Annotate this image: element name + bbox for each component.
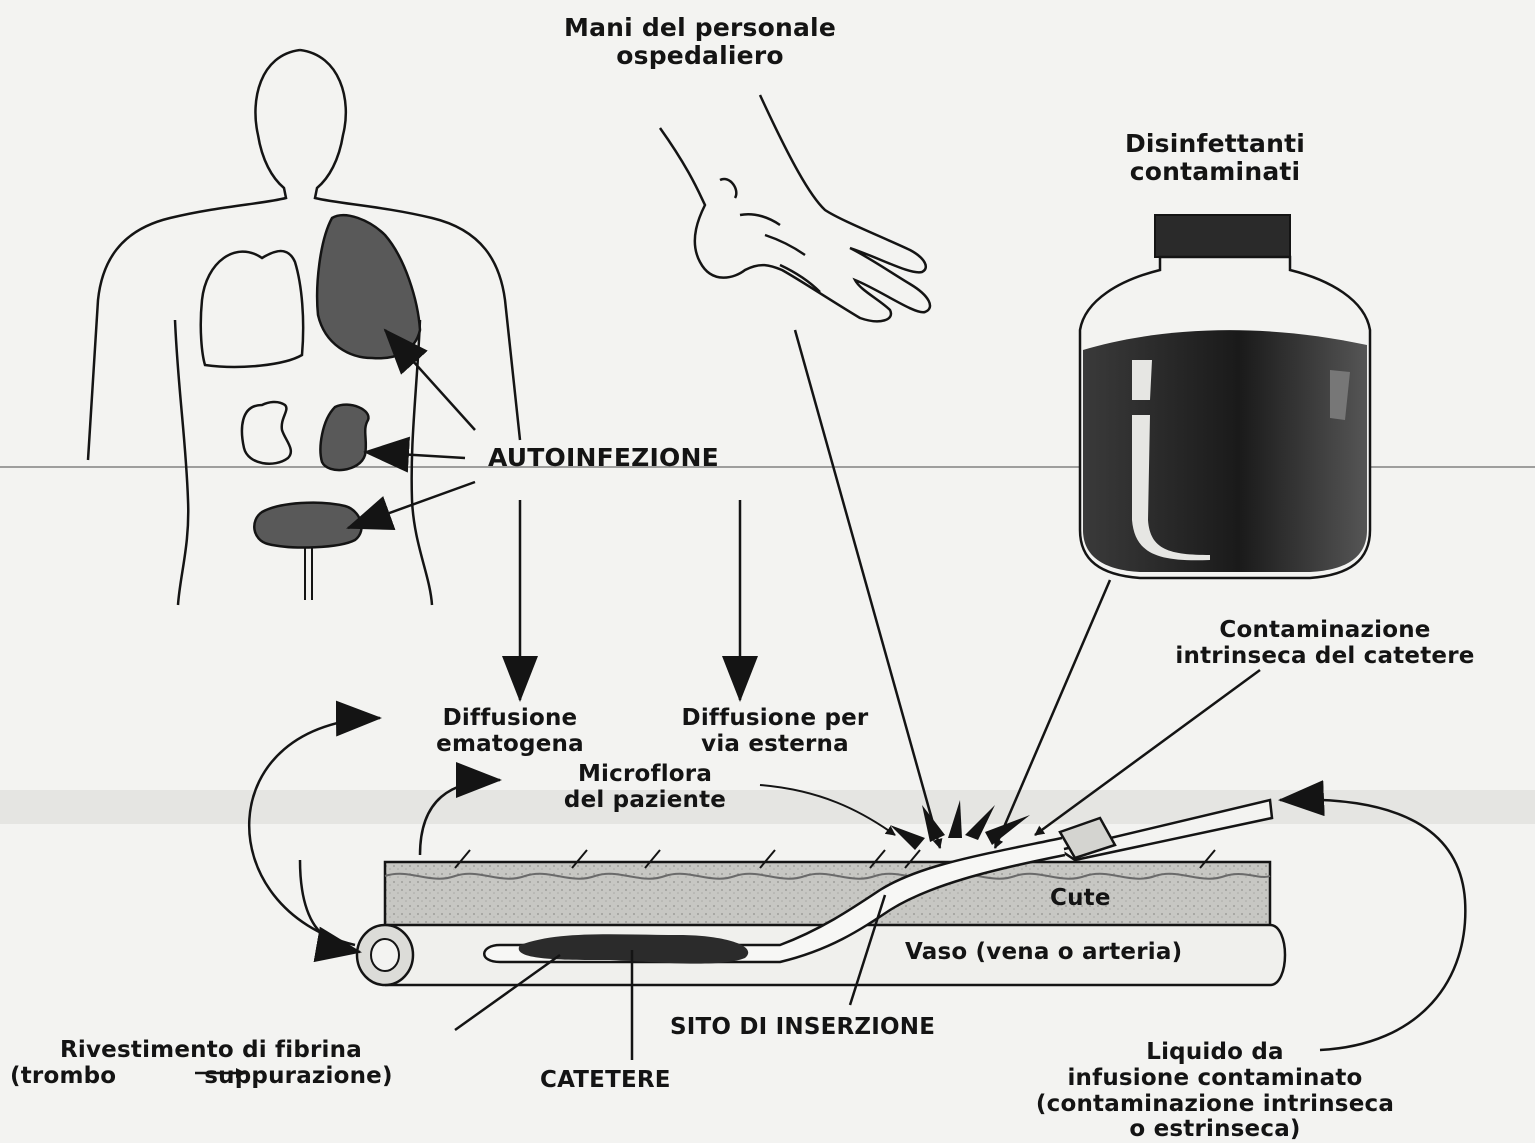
right-lung: [201, 251, 303, 367]
label-autoinfection: AUTOINFEZIONE: [488, 444, 798, 472]
label-microflora: Microflora del paziente: [520, 762, 770, 814]
arrow-hematogenous-curve-top: [249, 718, 380, 945]
label-external-line1: Diffusione per: [630, 706, 920, 732]
label-fibrin: Rivestimento di fibrina (trombo suppurazi…: [10, 1038, 530, 1090]
label-intrinsic-catheter-line1: Contaminazione: [1120, 618, 1530, 644]
label-fibrin-line2-b: suppurazione): [204, 1063, 392, 1089]
urethra: [305, 548, 312, 600]
hand-illustration: [660, 95, 930, 321]
label-disinfectants: Disinfettanti contaminati: [1090, 130, 1340, 186]
label-vessel: Vaso (vena o arteria): [905, 940, 1285, 966]
label-infusion-line2: infusione contaminato: [960, 1066, 1470, 1092]
label-microflora-line2: del paziente: [520, 788, 770, 814]
label-hands: Mani del personale ospedaliero: [510, 14, 890, 70]
label-fibrin-line2-a: (trombo: [10, 1063, 116, 1089]
label-fibrin-line2: (trombo suppurazione): [10, 1064, 530, 1090]
label-intrinsic-catheter: Contaminazione intrinseca del catetere: [1120, 618, 1530, 670]
right-kidney: [242, 402, 291, 464]
label-disinfectants-line1: Disinfettanti: [1090, 130, 1340, 158]
label-catheter: CATETERE: [540, 1068, 740, 1094]
label-fibrin-line1: Rivestimento di fibrina: [10, 1038, 530, 1064]
label-insertion-site: SITO DI INSERZIONE: [670, 1015, 1040, 1041]
bottle-cap: [1155, 215, 1290, 257]
label-hands-line1: Mani del personale: [510, 14, 890, 42]
label-external-line2: via esterna: [630, 732, 920, 758]
label-infusion: Liquido da infusione contaminato (contam…: [960, 1040, 1470, 1143]
label-disinfectants-line2: contaminati: [1090, 158, 1340, 186]
disinfectant-bottle: [1080, 215, 1370, 578]
skin-and-vessel: [357, 862, 1285, 985]
label-hematogenous: Diffusione ematogena: [395, 706, 625, 758]
label-external: Diffusione per via esterna: [630, 706, 920, 758]
left-kidney-infected: [321, 405, 369, 470]
bottle-liquid: [1083, 330, 1367, 572]
arrow-from-hands: [795, 330, 940, 848]
left-lung-infected: [317, 215, 420, 358]
label-infusion-line1: Liquido da: [960, 1040, 1470, 1066]
vessel-lumen: [371, 939, 399, 971]
bladder-infected: [254, 503, 361, 548]
label-hands-line2: ospedaliero: [510, 42, 890, 70]
label-hematogenous-line1: Diffusione: [395, 706, 625, 732]
arrow-infusion-curve: [1280, 800, 1465, 1050]
label-infusion-line3: (contaminazione intrinseca: [960, 1092, 1470, 1118]
label-microflora-line1: Microflora: [520, 762, 770, 788]
arrow-to-lung: [385, 330, 475, 430]
label-skin: Cute: [1050, 886, 1140, 912]
label-intrinsic-catheter-line2: intrinseca del catetere: [1120, 644, 1530, 670]
arrow-to-kidney: [365, 452, 465, 458]
label-infusion-line4: o estrinseca): [960, 1117, 1470, 1143]
label-hematogenous-line2: ematogena: [395, 732, 625, 758]
torso-left: [175, 320, 188, 605]
